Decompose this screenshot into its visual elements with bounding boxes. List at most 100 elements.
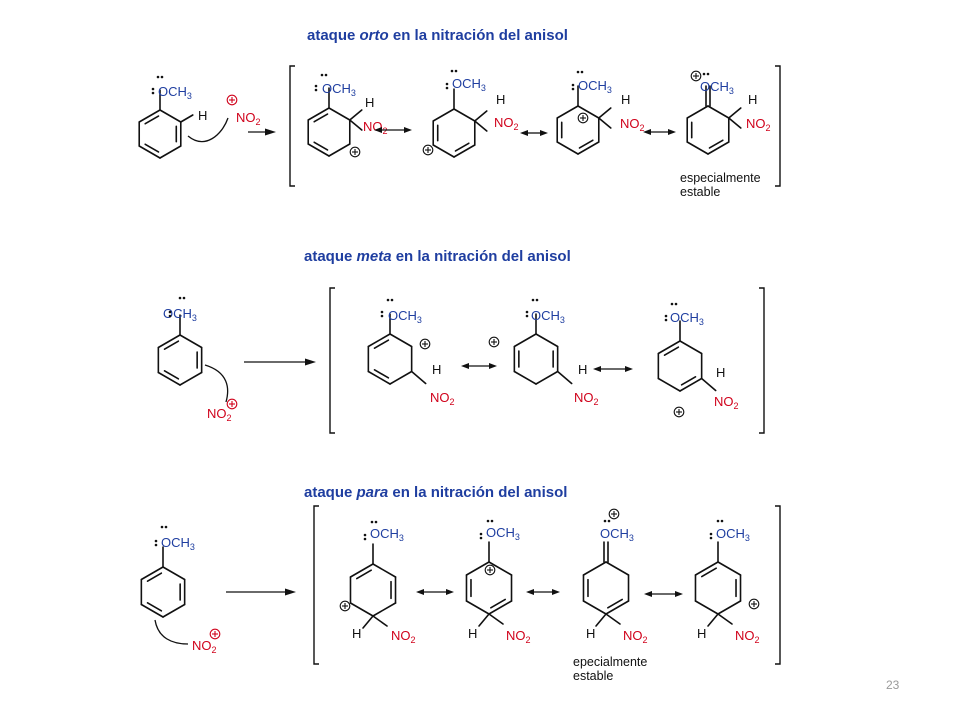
lone-pair-dots — [370, 520, 378, 524]
bond — [605, 613, 621, 625]
lone-pair-dots — [670, 302, 678, 306]
bond — [146, 602, 163, 612]
bond — [328, 107, 351, 121]
resonance-arrow — [643, 129, 676, 135]
reaction-arrow — [248, 128, 276, 136]
bond — [488, 600, 513, 615]
bond — [157, 334, 181, 349]
bond — [717, 600, 742, 615]
resonance-arrow — [461, 363, 497, 369]
electron-arrow — [204, 364, 229, 403]
bond — [144, 115, 160, 125]
bracket-left — [289, 65, 295, 187]
bond — [490, 598, 507, 609]
bond — [694, 561, 719, 576]
bond — [313, 141, 329, 151]
benzene-ring — [138, 109, 182, 159]
positive-charge — [484, 564, 496, 576]
bond — [686, 141, 709, 155]
bond — [717, 613, 733, 625]
bond — [349, 563, 374, 578]
bond — [686, 105, 709, 119]
bracket-right — [775, 505, 781, 665]
bond — [708, 139, 724, 149]
lone-pair-dots — [151, 87, 155, 95]
hydrogen-label: H — [468, 626, 477, 641]
bond — [556, 370, 573, 385]
bond — [367, 370, 391, 385]
bond — [328, 143, 351, 157]
bond — [432, 108, 455, 122]
lone-pair-dots — [320, 73, 328, 77]
lone-pair-dots — [160, 525, 168, 529]
benzene-ring — [694, 561, 742, 615]
positive-charge — [608, 508, 620, 520]
lone-pair-dots — [664, 314, 668, 322]
bond — [582, 600, 607, 615]
resonance-arrow — [374, 127, 412, 133]
lone-pair-dots — [363, 533, 367, 541]
methoxy-label: OCH3 — [716, 526, 750, 543]
benzene-ring — [140, 566, 186, 618]
bond — [663, 346, 680, 356]
hydrogen-label: H — [697, 626, 706, 641]
bond — [349, 602, 374, 617]
bond — [513, 370, 537, 385]
lone-pair-dots — [380, 310, 384, 318]
bond — [373, 339, 390, 349]
bond — [535, 370, 559, 385]
bond — [138, 145, 161, 159]
nitro-label: NO2 — [236, 110, 261, 127]
bracket-left — [313, 505, 319, 665]
bond — [488, 613, 504, 625]
bond — [727, 117, 742, 129]
bond — [473, 110, 488, 122]
methoxy-label: OCH3 — [161, 535, 195, 552]
bond — [389, 370, 413, 385]
positive-charge — [422, 144, 434, 156]
bond — [578, 139, 594, 149]
bond — [138, 109, 161, 123]
bond — [707, 613, 719, 627]
lone-pair-dots — [531, 298, 539, 302]
benzene-ring — [556, 105, 600, 155]
bracket-right — [759, 287, 765, 434]
nitro-label: NO2 — [623, 628, 648, 645]
bond — [478, 613, 490, 627]
benzene-ring — [157, 334, 203, 386]
bond — [410, 370, 427, 385]
bond — [355, 569, 372, 580]
note-orto-stable: especialmente — [680, 171, 761, 185]
bracket-right — [775, 65, 781, 187]
methoxy-label: OCH3 — [700, 79, 734, 96]
bond — [473, 120, 488, 132]
bond — [694, 600, 719, 615]
bond — [707, 105, 730, 119]
bond — [179, 371, 203, 386]
nitro-label: NO2 — [714, 394, 739, 411]
hydrogen-label: H — [496, 92, 505, 107]
bond — [679, 377, 703, 392]
nitro-label: NO2 — [430, 390, 455, 407]
bond — [140, 603, 164, 618]
methoxy-label: OCH3 — [578, 78, 612, 95]
bond — [453, 108, 476, 122]
bond — [313, 113, 329, 123]
bond — [432, 144, 455, 158]
note-para-stable: epecialmente — [573, 655, 647, 669]
hydrogen-label: H — [621, 92, 630, 107]
hydrogen-label: H — [198, 108, 207, 123]
bond — [163, 370, 180, 380]
benzene-ring — [307, 107, 351, 157]
bond — [348, 119, 363, 131]
bond — [657, 377, 681, 392]
positive-charge-red — [226, 94, 238, 106]
hydrogen-label: H — [578, 362, 587, 377]
benzene-ring — [686, 105, 730, 155]
lone-pair-dots — [486, 519, 494, 523]
bond — [389, 333, 413, 348]
positive-charge-red — [226, 398, 238, 410]
bond — [372, 563, 397, 578]
lone-pair-dots — [450, 69, 458, 73]
